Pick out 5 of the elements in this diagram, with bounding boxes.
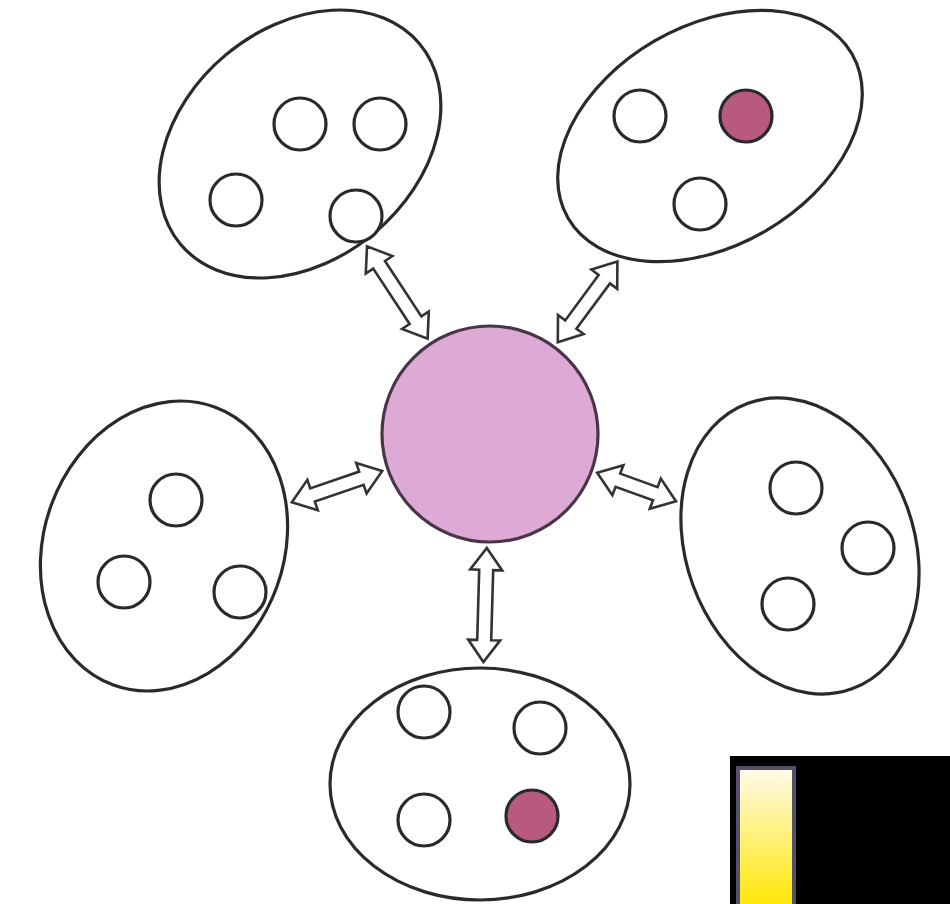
double-arrow [556, 259, 619, 344]
double-arrow [289, 461, 385, 513]
double-arrow [364, 244, 431, 341]
double-arrow [595, 463, 679, 511]
double-arrow [465, 545, 505, 665]
